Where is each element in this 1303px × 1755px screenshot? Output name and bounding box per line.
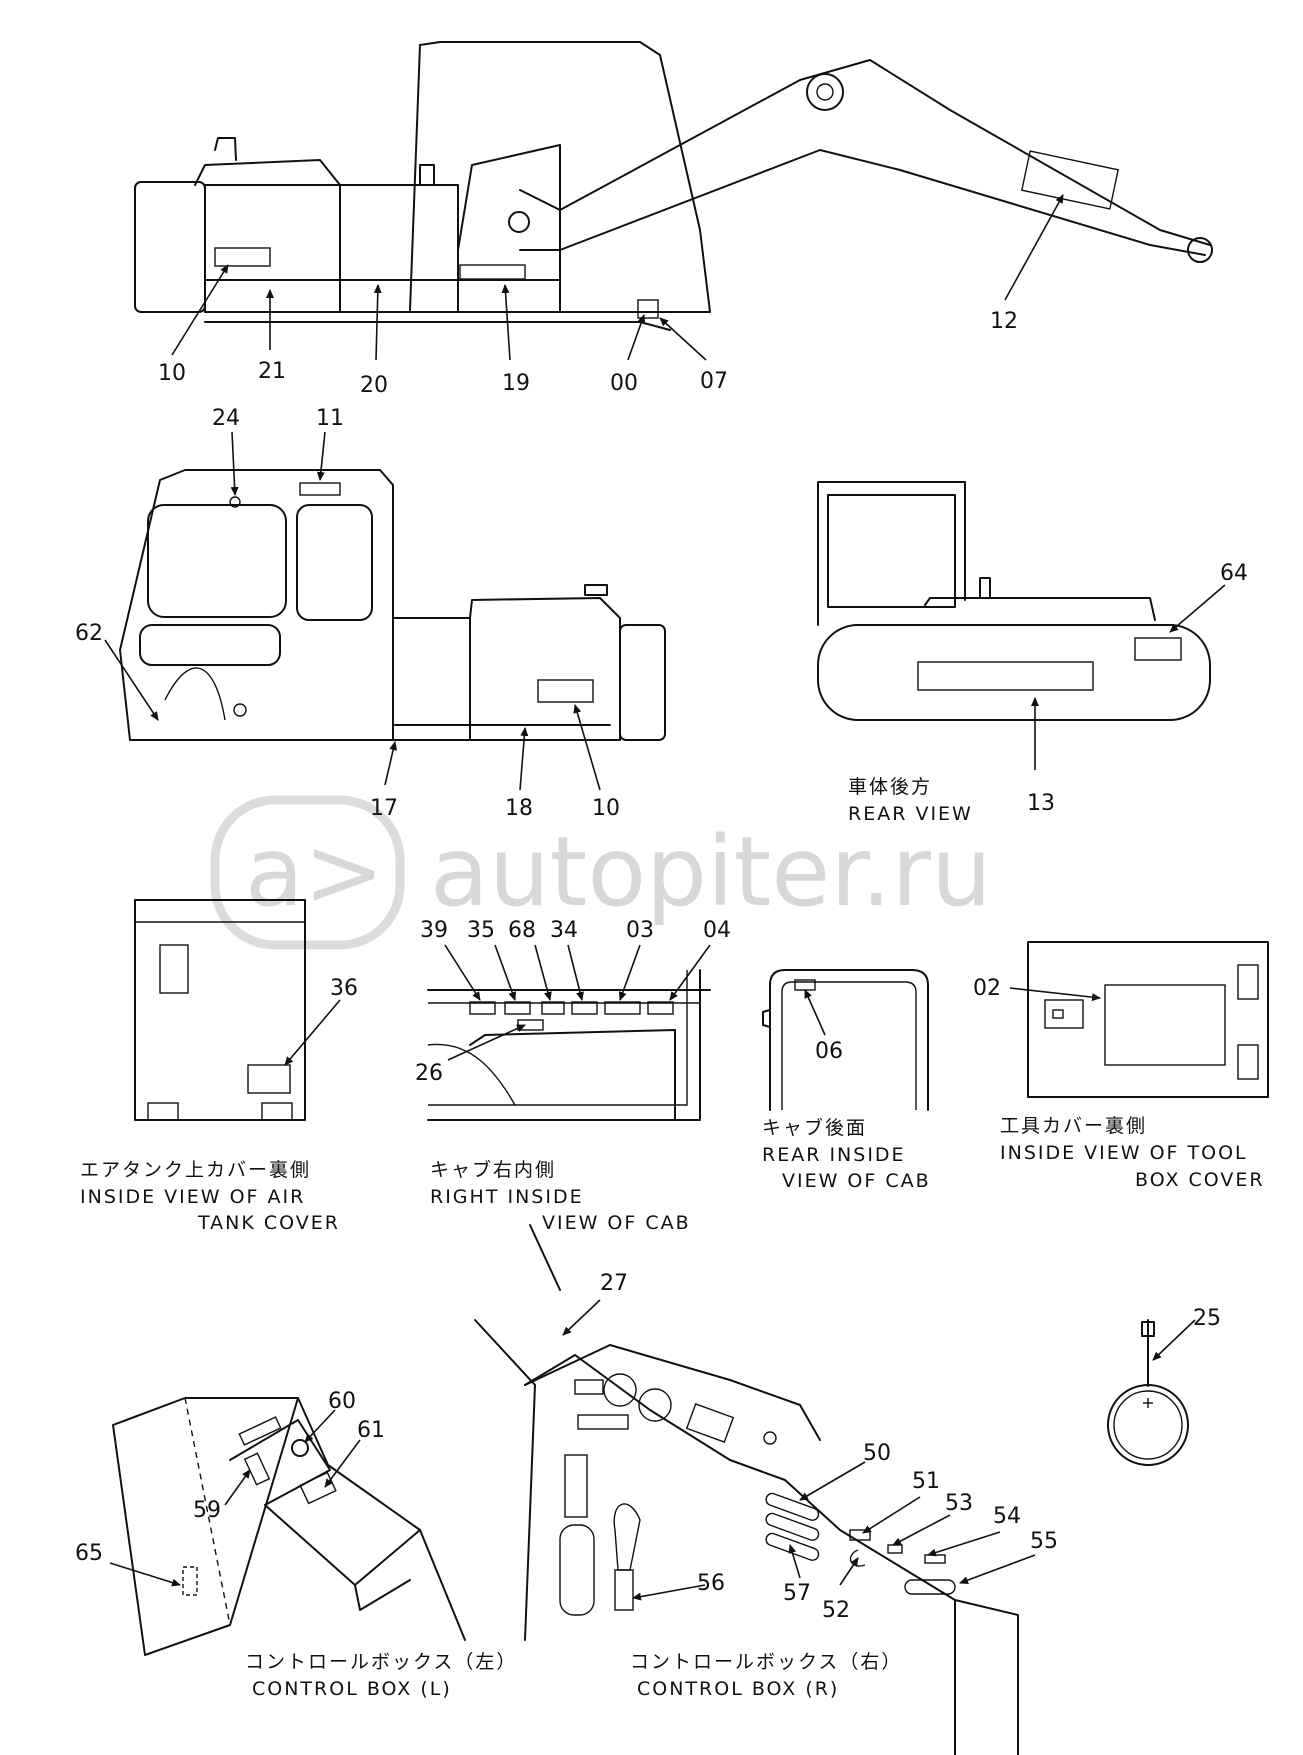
ring-part-drawing (1107, 1319, 1189, 1466)
air-tank-caption-en-2: TANK COVER (197, 1212, 340, 1234)
side-view-drawing (134, 41, 1213, 331)
callout-12: 12 (990, 309, 1018, 334)
callout-11: 11 (316, 406, 344, 431)
air-tank-caption-jp: エアタンク上カバー裏側 (80, 1159, 311, 1181)
cab-right-caption-jp: キャブ右内側 (430, 1158, 556, 1181)
control-box-r-caption-jp: コントロールボックス（右） (630, 1651, 902, 1673)
callout-19: 19 (502, 371, 530, 396)
rear-view-callouts: 64 13 車体後方 REAR VIEW (848, 561, 1248, 825)
callout-00: 00 (610, 371, 638, 396)
callout-18: 18 (505, 796, 533, 821)
watermark-text: autopiter.ru (430, 816, 992, 928)
callout-55: 55 (1030, 1529, 1058, 1554)
callout-36: 36 (330, 976, 358, 1001)
callout-24: 24 (212, 406, 240, 431)
tool-box-cover-drawing (1027, 941, 1269, 1098)
tool-box-caption-jp: 工具カバー裏側 (1000, 1115, 1147, 1137)
rear-view-caption-jp: 車体後方 (848, 776, 932, 798)
callout-53: 53 (945, 1491, 973, 1516)
cab-right-caption-en-1: RIGHT INSIDE (430, 1186, 584, 1208)
control-box-l-drawing (112, 1397, 466, 1656)
side-view-callouts: 10 21 20 19 00 07 12 (158, 194, 1064, 398)
callout-39: 39 (420, 918, 448, 943)
cab-right-inside-drawing (427, 969, 711, 1121)
callout-57: 57 (783, 1581, 811, 1606)
callout-10-side: 10 (158, 361, 186, 386)
callout-56: 56 (697, 1571, 725, 1596)
control-box-l-labels: 60 61 59 65 コントロールボックス（左） CONTROL BOX (L… (75, 1389, 517, 1700)
callout-21: 21 (258, 359, 286, 384)
callout-62: 62 (75, 621, 103, 646)
callout-13: 13 (1027, 791, 1055, 816)
tool-box-cover-labels: 02 工具カバー裏側 INSIDE VIEW OF TOOL BOX COVER (973, 976, 1265, 1191)
callout-10-cab: 10 (592, 796, 620, 821)
cab-rear-caption-en-1: REAR INSIDE (762, 1144, 906, 1166)
callout-64: 64 (1220, 561, 1248, 586)
watermark-logo-icon (210, 795, 405, 950)
callout-02: 02 (973, 976, 1001, 1001)
callout-51: 51 (912, 1469, 940, 1494)
cab-right-caption-en-2: VIEW OF CAB (542, 1212, 691, 1234)
callout-26: 26 (415, 1061, 443, 1086)
ring-part-labels: 25 (1152, 1306, 1221, 1361)
callout-54: 54 (993, 1504, 1021, 1529)
control-box-r-drawing (474, 1224, 1019, 1755)
callout-03: 03 (626, 918, 654, 943)
watermark-logo-letter: a> (245, 816, 384, 928)
callout-35: 35 (467, 918, 495, 943)
control-box-l-caption-jp: コントロールボックス（左） (245, 1651, 517, 1673)
callout-68: 68 (508, 918, 536, 943)
control-box-r-labels: 27 50 51 53 54 55 57 52 56 コントロールボックス（右）… (562, 1271, 1058, 1700)
cab-rear-caption-en-2: VIEW OF CAB (782, 1170, 931, 1192)
callout-25: 25 (1193, 1306, 1221, 1331)
cab-rear-inside-drawing (762, 969, 929, 1111)
cab-rear-inside-labels: 06 キャブ後面 REAR INSIDE VIEW OF CAB (762, 989, 931, 1192)
rear-view-caption-en: REAR VIEW (848, 803, 973, 825)
watermark: a> autopiter.ru (210, 795, 992, 950)
callout-04: 04 (703, 918, 731, 943)
callout-50: 50 (863, 1441, 891, 1466)
rear-view-drawing (817, 481, 1211, 721)
callout-17: 17 (370, 796, 398, 821)
callout-60: 60 (328, 1389, 356, 1414)
cab-view-callouts: 24 11 62 17 18 10 (75, 406, 620, 821)
tool-box-caption-en-1: INSIDE VIEW OF TOOL (1000, 1142, 1248, 1164)
control-box-r-caption-en: CONTROL BOX (R) (637, 1678, 839, 1700)
cab-right-inside-labels: 39 35 68 34 03 04 26 キャブ右内側 RIGHT INSIDE… (415, 918, 731, 1234)
callout-27: 27 (600, 1271, 628, 1296)
tool-box-caption-en-2: BOX COVER (1135, 1169, 1265, 1191)
callout-07: 07 (700, 369, 728, 394)
callout-65: 65 (75, 1541, 103, 1566)
callout-20: 20 (360, 373, 388, 398)
callout-61: 61 (357, 1418, 385, 1443)
control-box-l-caption-en: CONTROL BOX (L) (252, 1678, 452, 1700)
callout-06: 06 (815, 1039, 843, 1064)
cab-rear-caption-jp: キャブ後面 (762, 1116, 867, 1139)
air-tank-caption-en-1: INSIDE VIEW OF AIR (80, 1186, 305, 1208)
callout-59: 59 (193, 1498, 221, 1523)
air-tank-cover-drawing (134, 899, 306, 1121)
air-tank-cover-labels: 36 エアタンク上カバー裏側 INSIDE VIEW OF AIR TANK C… (80, 976, 358, 1234)
callout-52: 52 (822, 1598, 850, 1623)
callout-34: 34 (550, 918, 578, 943)
cab-view-drawing (119, 469, 666, 741)
